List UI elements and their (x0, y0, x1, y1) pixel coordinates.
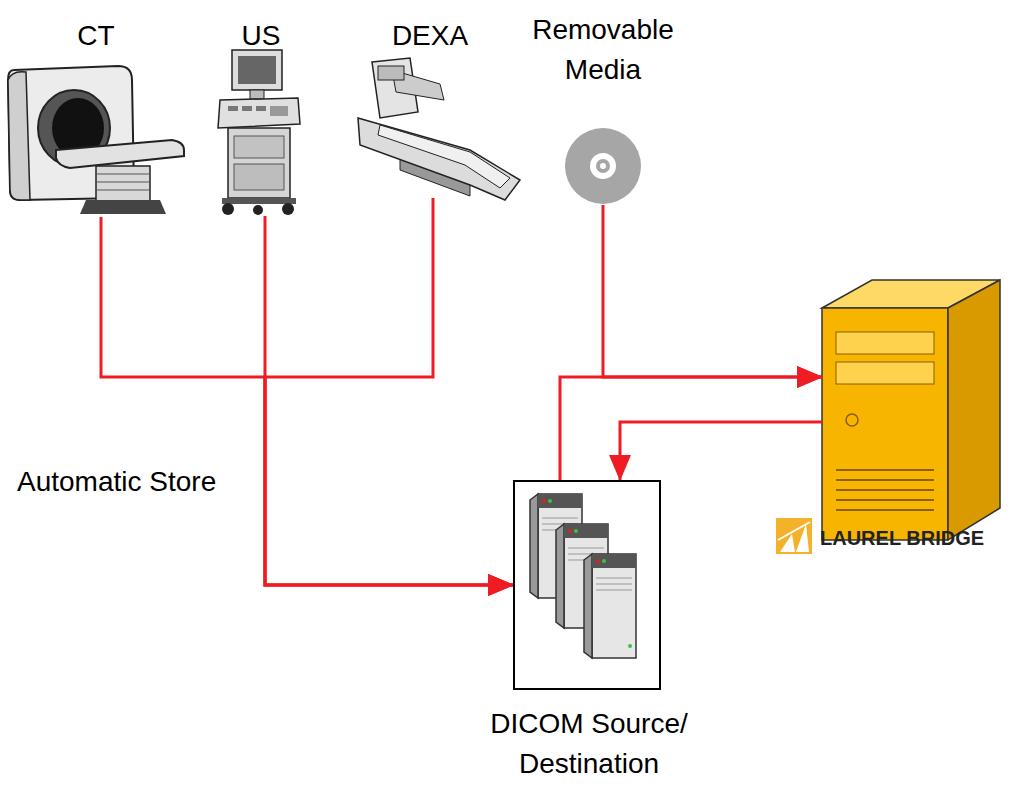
server-tower-part (836, 489, 934, 491)
ultrasound-machine-part (232, 50, 282, 90)
ultrasound-machine-part (234, 164, 284, 190)
disc-icon-part (596, 159, 610, 173)
server-tower-part (836, 332, 934, 354)
server-tower-part (822, 308, 948, 540)
server-stack-part (584, 554, 636, 658)
dexa-scanner-part (378, 66, 404, 80)
ultrasound-machine-part (282, 203, 294, 215)
ct-scanner-part (96, 182, 150, 183)
dicom-box: DICOM Source/ Destination (513, 480, 661, 690)
disc-icon-part (590, 153, 616, 179)
dexa-node: DEXA (355, 58, 523, 198)
flow-arrow (265, 216, 513, 585)
server-stack (530, 494, 636, 658)
node-label: LAUREL BRIDGE (820, 526, 984, 550)
flow-arrow (560, 377, 822, 480)
ct-scanner-part (56, 140, 184, 168)
server-tower-part (836, 499, 934, 501)
dexa-scanner-part (378, 125, 510, 188)
ultrasound-machine-part (228, 128, 290, 198)
disc-icon (565, 128, 641, 204)
ultrasound-machine-part (270, 106, 288, 116)
server-tower-part (836, 362, 934, 384)
ct-scanner-part (96, 166, 150, 202)
ultrasound-machine-part (218, 98, 300, 128)
media-node: Removable Media (562, 127, 644, 205)
logo-icon-part (776, 518, 812, 554)
ct-scanner-part (8, 72, 30, 200)
ultrasound-machine-part (228, 106, 238, 111)
server-tower-part (836, 469, 934, 471)
flow-arrow (603, 205, 822, 377)
ct-scanner-part (96, 190, 150, 191)
dexa-scanner-part (358, 118, 520, 200)
ultrasound-machine-part (253, 205, 263, 215)
logo-icon-part (778, 522, 810, 540)
node-label: Removable Media (503, 10, 703, 90)
disc-icon-part (565, 128, 641, 204)
server-tower-part (846, 414, 858, 426)
ultrasound-machine-part (250, 90, 264, 99)
flow-arrow (620, 422, 822, 480)
dexa-scanner (358, 58, 520, 200)
ultrasound-machine-part (256, 106, 266, 111)
ultrasound-machine-part (238, 56, 276, 84)
server-tower-part (836, 509, 934, 511)
flow-arrow (101, 217, 513, 585)
ultrasound-machine-part (222, 203, 234, 215)
flow-label: Automatic Store (17, 464, 216, 500)
ct-scanner (8, 66, 184, 214)
ct-scanner-part (80, 200, 166, 214)
logo-icon (776, 518, 812, 554)
server-tower-part (836, 479, 934, 481)
ultrasound-machine-part (222, 198, 296, 204)
server-tower-part (948, 280, 1000, 540)
ct-node: CT (5, 62, 187, 217)
us-node: US (218, 48, 304, 216)
ultrasound-machine (218, 50, 300, 215)
node-label: US (198, 16, 324, 56)
ultrasound-machine-part (234, 136, 284, 158)
node-label: DEXA (340, 16, 520, 56)
flow-arrow (265, 198, 513, 585)
node-label: CT (5, 16, 187, 56)
disc-icon-part (600, 163, 606, 169)
ultrasound-machine-part (242, 106, 252, 111)
ct-scanner-part (96, 174, 150, 175)
server-node: LAUREL BRIDGE (822, 280, 1000, 542)
node-label: DICOM Source/ Destination (474, 704, 704, 784)
server-tower (822, 280, 1000, 540)
